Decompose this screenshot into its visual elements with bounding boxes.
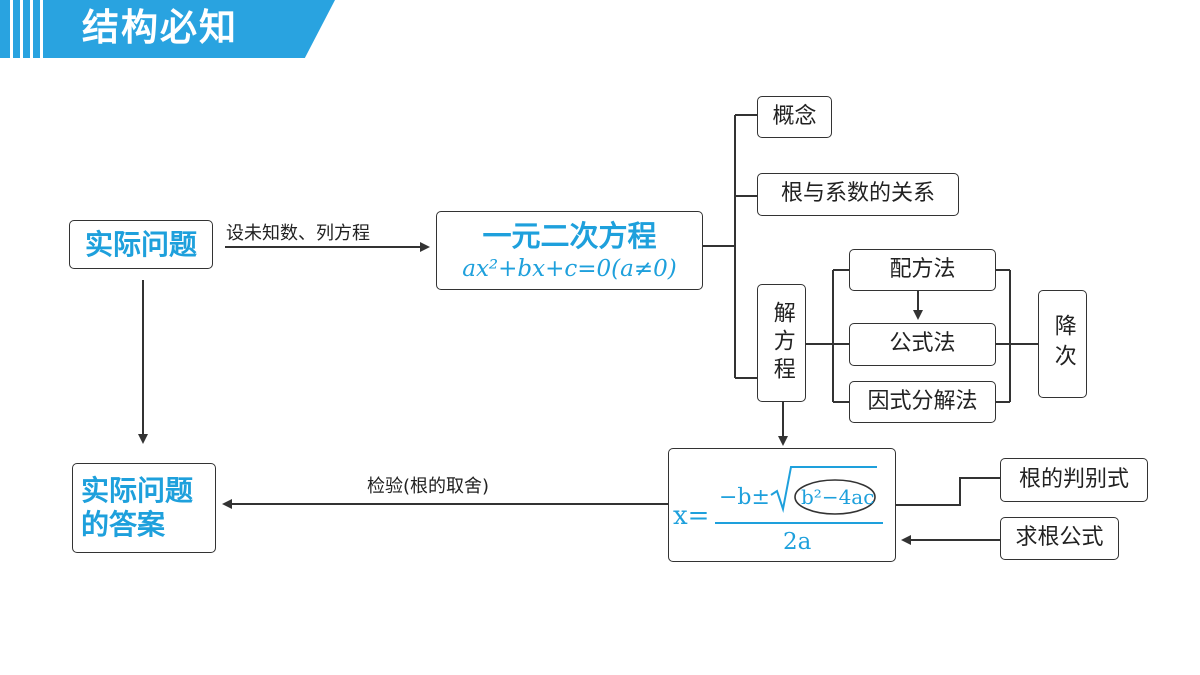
section-title: 结构必知 <box>82 6 238 49</box>
formula-numerator-prefix: −b± <box>719 485 770 510</box>
node-quadratic-equation: 一元二次方程 ax²+bx+c=0(a≠0) <box>436 211 703 290</box>
edge-label-verify: 检验(根的取舍) <box>367 476 490 497</box>
formula-lhs: x= <box>673 501 710 531</box>
node-formula-method: 公式法 <box>849 323 996 366</box>
node-answer: 实际问题 的答案 <box>72 463 216 553</box>
header-banner: 结构必知 <box>0 0 335 58</box>
node-quadratic-formula: x= −b± b²−4ac 2a <box>668 448 896 562</box>
arrow-discriminant <box>886 477 1000 510</box>
sqrt-radical-icon <box>770 466 877 515</box>
formula-discriminant: b²−4ac <box>801 485 875 509</box>
node-concept: 概念 <box>757 96 832 138</box>
node-practical-problem: 实际问题 <box>69 220 213 269</box>
node-completing-square: 配方法 <box>849 249 996 291</box>
banner-stripe <box>10 0 13 58</box>
node-reduce-degree: 降次 <box>1038 290 1087 398</box>
banner-stripe <box>30 0 33 58</box>
edge-label-set-unknown: 设未知数、列方程 <box>226 223 370 244</box>
node-solve-equation: 解方程 <box>757 284 806 402</box>
equation-title: 一元二次方程 <box>482 218 657 253</box>
node-root-formula: 求根公式 <box>1000 517 1119 560</box>
node-discriminant: 根的判别式 <box>1000 458 1148 502</box>
fraction-bar <box>715 522 883 524</box>
node-roots-coefficients: 根与系数的关系 <box>757 173 959 216</box>
banner-stripe <box>20 0 23 58</box>
node-answer-line2: 的答案 <box>81 508 166 541</box>
node-answer-line1: 实际问题 <box>81 474 194 508</box>
banner-stripe <box>40 0 43 58</box>
equation-formula: ax²+bx+c=0(a≠0) <box>462 255 677 282</box>
node-factorization: 因式分解法 <box>849 381 996 423</box>
formula-denominator: 2a <box>783 529 812 555</box>
